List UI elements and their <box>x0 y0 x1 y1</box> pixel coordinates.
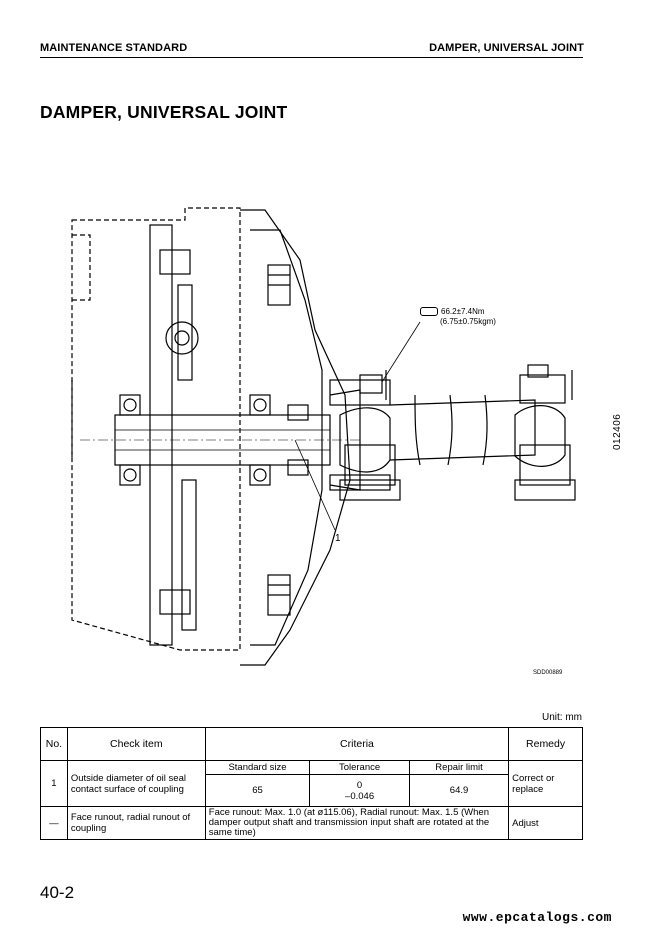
col-criteria-header: Criteria <box>204 727 510 761</box>
repair-limit-header: Repair limit <box>408 760 510 775</box>
maintenance-standard-table: No. Check item Criteria Remedy 1 Outside… <box>40 727 583 840</box>
repair-limit-value: 64.9 <box>408 774 510 807</box>
page-number: 40-2 <box>40 883 75 902</box>
page-title: DAMPER, UNIVERSAL JOINT <box>40 102 288 122</box>
row2-criteria: Face runout: Max. 1.0 (at ø115.06), Radi… <box>204 806 510 840</box>
row2-remedy: Adjust <box>508 806 583 840</box>
tolerance-value: 0 –0.046 <box>309 774 410 807</box>
unit-label: Unit: mm <box>542 712 582 723</box>
torque-spec-callout: 66.2±7.4Nm (6.75±0.75kgm) <box>420 307 496 327</box>
torque-value: 66.2±7.4Nm <box>441 307 485 316</box>
figure-id-code: 012406 <box>612 413 623 450</box>
tolerance-lower: –0.046 <box>345 790 375 802</box>
standard-size-value: 65 <box>204 774 311 807</box>
row1-check-item: Outside diameter of oil seal contact sur… <box>66 760 206 807</box>
tolerance-header: Tolerance <box>309 760 410 775</box>
watermark-url: www.epcatalogs.com <box>462 910 612 925</box>
col-check-item-header: Check item <box>66 727 206 761</box>
col-no-header: No. <box>40 727 68 761</box>
part-number-label: 1 <box>335 533 341 544</box>
standard-size-header: Standard size <box>204 760 311 775</box>
row1-remedy: Correct or replace <box>508 760 583 807</box>
damper-universal-joint-drawing <box>71 207 576 666</box>
torque-value-kgm: (6.75±0.75kgm) <box>440 317 496 326</box>
tolerance-upper: 0 <box>356 779 363 791</box>
header-divider <box>40 57 583 58</box>
header-section-label: MAINTENANCE STANDARD <box>40 42 188 54</box>
row2-check-item: Face runout, radial runout of coupling <box>66 806 206 840</box>
col-remedy-header: Remedy <box>508 727 583 761</box>
row2-no: — <box>40 806 68 840</box>
wrench-icon <box>420 307 438 317</box>
header-topic-label: DAMPER, UNIVERSAL JOINT <box>429 42 584 54</box>
figure-ref-code: SDD00889 <box>533 670 563 676</box>
row1-no: 1 <box>40 760 68 807</box>
